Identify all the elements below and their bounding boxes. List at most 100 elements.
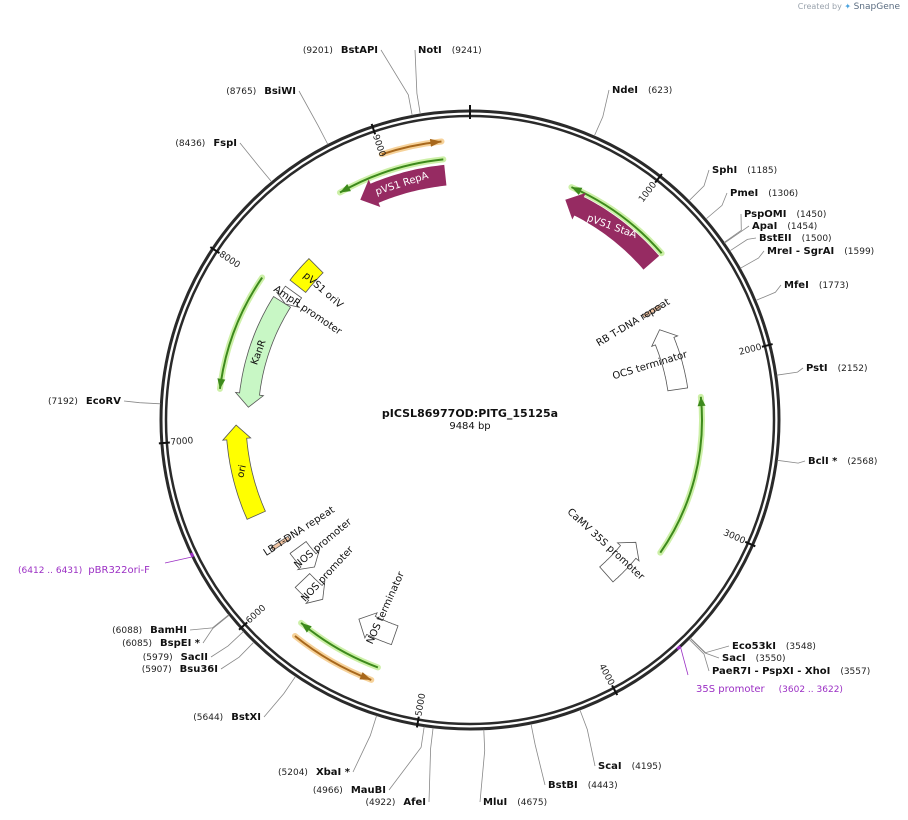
scale-tick: [370, 123, 377, 135]
site-label-scai: ScaI (4195): [598, 761, 662, 772]
orf-line: [218, 276, 263, 389]
site-label-sacii: (5979)SacII: [143, 652, 208, 663]
scale-tick-label: 9000: [370, 133, 387, 158]
backbone-inner-ring: [164, 114, 776, 726]
site-position: (5907): [142, 665, 172, 675]
site-position: (3557): [840, 667, 870, 677]
primer-label-pbr322ori-f: (6412 .. 6431)pBR322ori-F: [18, 565, 150, 576]
site-label-afei: (4922) AfeI: [365, 797, 426, 808]
site-name: BstXI: [231, 712, 261, 723]
site-leader-line: [298, 90, 329, 145]
site-name: SphI: [712, 165, 737, 176]
site-leader-line: [428, 727, 434, 803]
plasmid-name: pICSL86977OD:PITG_15125a: [382, 407, 558, 420]
site-label-noti: NotI(9241): [418, 45, 482, 56]
site-label-bsteii: BstEII(1500): [759, 233, 832, 244]
site-name: XbaI *: [316, 767, 351, 778]
site-leader-line: [690, 637, 730, 654]
site-position: (3550): [756, 654, 786, 664]
site-label-mlui: MluI (4675): [483, 797, 547, 808]
orf-arrowhead: [301, 622, 312, 633]
site-position: (2568): [847, 457, 877, 467]
site-leader-line: [579, 709, 596, 767]
site-position: (4922): [365, 798, 395, 808]
site-position: (9241): [452, 46, 482, 56]
snapgene-watermark: Created by ✦ SnapGene: [798, 2, 900, 12]
site-leader-line: [688, 639, 710, 672]
site-name: BspEI *: [160, 638, 201, 649]
site-name: ScaI: [598, 761, 622, 772]
site-name: AfeI: [403, 797, 426, 808]
scale-tick-label: 6000: [245, 603, 269, 626]
site-name: BstEII: [759, 233, 792, 244]
watermark-brand: SnapGene: [853, 2, 900, 12]
site-label-bamhi: (6088) BamHI: [112, 625, 187, 636]
site-position: (1185): [747, 166, 777, 176]
site-leader-line: [593, 89, 610, 137]
site-leader-line: [123, 400, 161, 405]
site-label-psti: PstI(2152): [806, 363, 868, 374]
primer-leader-line: [164, 556, 193, 564]
site-name: FspI: [213, 138, 237, 149]
orf-arrowhead: [339, 184, 351, 193]
site-leader-line: [479, 729, 486, 803]
site-position: (1773): [819, 281, 849, 291]
site-leader-line: [755, 284, 782, 301]
site-label-pspomi: PspOMI(1450): [744, 209, 826, 220]
scale-tick-label: 3000: [722, 528, 747, 547]
site-position: (4195): [632, 762, 662, 772]
site-position: (2152): [838, 364, 868, 374]
watermark-prefix: Created by: [797, 2, 842, 11]
site-position: (4675): [517, 798, 547, 808]
feature-camv-35s-promoter: [599, 541, 640, 583]
site-leader-line: [729, 237, 757, 252]
primer-name: 35S promoter: [696, 684, 766, 695]
site-leader-line: [414, 49, 421, 115]
site-leader-line: [688, 169, 710, 201]
feature-pvs1-staa: [565, 192, 660, 270]
site-label-bspei: (6085)BspEI *: [122, 638, 201, 649]
scale-tick-label: 2000: [738, 342, 763, 357]
site-name: EcoRV: [86, 396, 121, 407]
site-position: (1599): [844, 247, 874, 257]
orf-arrowhead: [571, 187, 583, 195]
orf-arrowhead: [359, 672, 372, 680]
site-label-saci: SacI(3550): [722, 653, 786, 664]
feature-kanr: [234, 295, 292, 408]
feature-pvs1-oriv: [289, 258, 324, 293]
site-leader-line: [380, 49, 413, 116]
site-name: BamHI: [150, 625, 187, 636]
primer-mark: [189, 552, 195, 558]
site-label-bstapi: (9201)BstAPI: [303, 45, 378, 56]
site-leader-line: [189, 614, 230, 631]
feature-pvs1-repa: [360, 164, 447, 207]
orf-line: [571, 186, 663, 254]
site-name: ApaI: [752, 221, 777, 232]
orf-arrowhead: [429, 138, 442, 147]
feature-nos-promoter: [289, 540, 320, 571]
site-name: MluI: [483, 797, 507, 808]
site-name: BstAPI: [341, 45, 378, 56]
site-position: (6088): [112, 626, 142, 636]
site-position: (5979): [143, 653, 173, 663]
site-label-bsiwi: (8765)BsiWI: [226, 86, 296, 97]
site-position: (4966): [313, 786, 343, 796]
site-leader-line: [388, 726, 425, 791]
site-name: MreI - SgrAI: [767, 246, 834, 257]
backbone-outer-ring: [159, 109, 781, 731]
site-position: (5204): [278, 768, 308, 778]
site-label-mfei: MfeI(1773): [784, 280, 849, 291]
site-position: (5644): [193, 713, 223, 723]
site-position: (8436): [175, 139, 205, 149]
scale-tick-label: 5000: [414, 692, 428, 717]
site-name: Eco53kI: [732, 641, 776, 652]
site-name: BsiWI: [264, 86, 296, 97]
scale-tick: [611, 684, 619, 696]
primer-leader-line: [679, 646, 689, 676]
orf-arrowhead: [697, 396, 706, 407]
scale-tick-label: 4000: [596, 663, 616, 688]
site-position: (4443): [588, 781, 618, 791]
site-leader-line: [705, 192, 728, 220]
